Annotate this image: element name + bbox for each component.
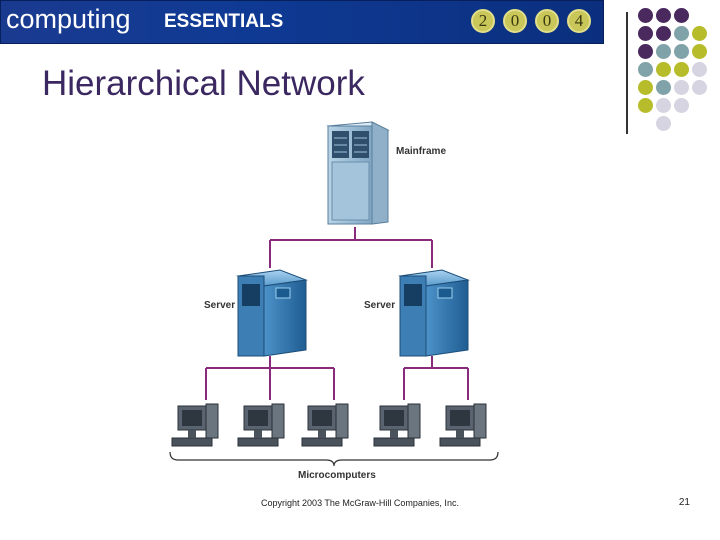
- dot: [674, 8, 689, 23]
- dot: [674, 98, 689, 113]
- dot: [638, 80, 653, 95]
- connector-lines: [205, 227, 469, 400]
- dot: [674, 26, 689, 41]
- dot: [638, 98, 653, 113]
- server-right-label: Server: [364, 300, 395, 311]
- dot: [692, 80, 707, 95]
- brand-computing: computing: [6, 4, 131, 34]
- dot: [656, 98, 671, 113]
- dot: [656, 8, 671, 23]
- server-left-label: Server: [204, 300, 235, 311]
- footer-copyright: Copyright 2003 The McGraw-Hill Companies…: [261, 498, 459, 508]
- dot: [674, 62, 689, 77]
- brand-essentials: ESSENTIALS: [164, 11, 284, 32]
- dot: [638, 26, 653, 41]
- year-digit-2: 0: [503, 9, 527, 33]
- group-label: Microcomputers: [298, 470, 376, 481]
- microcomputer-icon: [301, 403, 349, 447]
- mainframe-label: Mainframe: [396, 146, 446, 157]
- dot: [656, 62, 671, 77]
- dot: [656, 44, 671, 59]
- mainframe-icon: [326, 121, 390, 225]
- dot: [674, 44, 689, 59]
- dot: [638, 62, 653, 77]
- header-banner: computing ESSENTIALS 2 0 0 4: [0, 0, 604, 44]
- microcomputer-icon: [171, 403, 219, 447]
- dot: [692, 44, 707, 59]
- server-right-icon: [398, 269, 470, 357]
- dot: [638, 44, 653, 59]
- dot: [656, 26, 671, 41]
- dot: [692, 26, 707, 41]
- dot: [674, 80, 689, 95]
- dot: [692, 62, 707, 77]
- dot: [656, 116, 671, 131]
- year-digit-1: 2: [471, 9, 495, 33]
- microcomputer-icon: [373, 403, 421, 447]
- dot: [638, 8, 653, 23]
- year-digit-3: 0: [535, 9, 559, 33]
- microcomputer-icon: [439, 403, 487, 447]
- year-badge: 2 0 0 4: [471, 9, 601, 37]
- dot: [656, 80, 671, 95]
- year-digit-4: 4: [567, 9, 591, 33]
- server-left-icon: [236, 269, 308, 357]
- group-brace: [169, 451, 499, 467]
- page-number: 21: [678, 497, 690, 508]
- vertical-divider: [626, 12, 628, 134]
- microcomputer-icon: [237, 403, 285, 447]
- slide-title: Hierarchical Network: [42, 64, 365, 103]
